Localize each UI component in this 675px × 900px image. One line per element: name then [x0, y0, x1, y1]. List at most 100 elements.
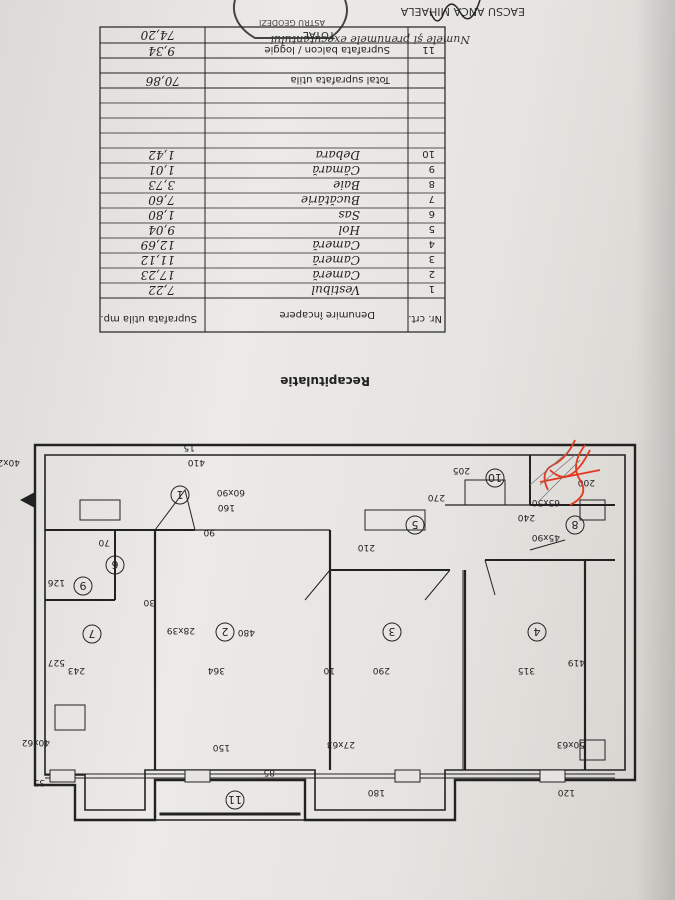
- stamp-text: ASTRU GEODEZI: [259, 18, 325, 27]
- pencil-scribble: [529, 449, 581, 501]
- dimension-label: 315: [518, 665, 535, 675]
- header-area: EACSU ANCA MIHAELA Numele şi prenumele e…: [232, 0, 525, 46]
- dimension-label: 419: [568, 657, 585, 667]
- row-area: 3,73: [148, 178, 175, 192]
- row-nr: 10: [422, 148, 435, 159]
- total-utila-label: Total suprafata utila: [291, 74, 392, 85]
- table-rows: 1Vestibul7,222Cameră17,233Cameră11,124Ca…: [100, 147, 445, 297]
- row-nr: 1: [429, 283, 435, 294]
- row-name: Baie: [333, 178, 361, 192]
- dimension-label: 120: [558, 787, 575, 797]
- row-nr: 2: [429, 268, 435, 279]
- row-name: Cămară: [312, 163, 360, 177]
- row-name: Cameră: [312, 238, 360, 252]
- dimension-label: 35: [34, 777, 45, 787]
- col-nr: Nr. crt.: [408, 313, 442, 324]
- room-circle: [225, 790, 245, 810]
- row-nr: 5: [429, 223, 435, 234]
- outer-wall: [33, 443, 637, 822]
- dimension-label: 70: [98, 537, 110, 547]
- door-2: [304, 569, 331, 601]
- dimension-label: 60x90: [216, 487, 245, 497]
- dimension-label: 40x62: [22, 737, 50, 747]
- dimension-label: 126: [48, 577, 65, 587]
- col-area: Suprafata utila mp.: [100, 313, 197, 324]
- dimension-label: 150: [213, 742, 230, 752]
- row-name: Vestibul: [311, 283, 360, 297]
- dimension-label: 27x63: [327, 739, 355, 749]
- balcony: [154, 780, 306, 821]
- room-circle: [527, 622, 547, 642]
- signature: [429, 0, 481, 22]
- dimension-label: 50x63: [557, 739, 585, 749]
- room-circle: [82, 624, 102, 644]
- row-area: 7,60: [148, 193, 175, 207]
- dimension-label: 270: [428, 492, 445, 502]
- row-name: Debara: [316, 148, 361, 162]
- room-number: 7: [89, 627, 96, 640]
- room-number: 2: [222, 625, 229, 638]
- dimension-label: 40x25: [0, 457, 20, 467]
- dimension-label: 527: [48, 657, 65, 667]
- row-name: Cameră: [312, 268, 360, 282]
- dimension-label: 10: [323, 665, 335, 675]
- row-area: 7,22: [148, 283, 175, 297]
- room-circle: [565, 515, 585, 535]
- row-name: Hol: [338, 223, 361, 237]
- col-name: Denumire încapere: [279, 309, 375, 321]
- row-name: Cameră: [312, 253, 360, 267]
- row-nr: 4: [429, 238, 435, 249]
- recap-table: Recapitulatie Nr. crt. Denumire încapere…: [99, 26, 446, 388]
- room-circle: [215, 622, 235, 642]
- dimension-label: 65x50: [531, 497, 560, 507]
- room-circle: [73, 576, 93, 596]
- door-3: [424, 569, 451, 601]
- row-area: 9,04: [148, 223, 175, 237]
- row-area: 12,69: [140, 238, 175, 252]
- stamp: ASTRU GEODEZI: [232, 0, 348, 39]
- total-value: 74,20: [140, 28, 175, 42]
- dimension-label: 243: [68, 665, 85, 675]
- window-strips: [45, 769, 615, 783]
- room-number: 6: [112, 558, 119, 571]
- row-name: Bucătărie: [301, 193, 361, 207]
- room-number: 8: [572, 518, 579, 531]
- dimension-label: 200: [578, 477, 595, 487]
- dimension-label: 240: [518, 512, 535, 522]
- balcon-value: 9,34: [148, 44, 175, 58]
- room-number: 1: [177, 488, 184, 501]
- balcon-nr: 11: [422, 44, 435, 55]
- row-area: 11,12: [141, 253, 175, 267]
- floor-plan: [20, 443, 637, 822]
- dimension-label: 45x90: [531, 532, 560, 542]
- dimension-label: 28x39: [166, 625, 195, 635]
- row-area: 1,80: [148, 208, 175, 222]
- room-number: 9: [80, 579, 87, 592]
- room-circle: [170, 485, 190, 505]
- row-nr: 7: [429, 193, 435, 204]
- row-nr: 9: [429, 163, 435, 174]
- row-area: 1,01: [148, 163, 175, 177]
- balcon-label: Suprafata balcon / loggie: [264, 44, 390, 55]
- row-area: 17,23: [140, 268, 175, 282]
- room-number: 10: [488, 471, 502, 484]
- room-number: 4: [534, 625, 541, 638]
- door-4: [484, 559, 496, 596]
- row-nr: 8: [429, 178, 435, 189]
- entrance-arrow: [20, 492, 35, 508]
- red-pen-mark: [539, 439, 601, 506]
- dimension-label: 90: [203, 527, 215, 537]
- row-nr: 3: [429, 253, 435, 264]
- dimension-label: 160: [218, 502, 235, 512]
- room-circle: [405, 515, 425, 535]
- room-number: 11: [228, 793, 242, 806]
- door-1: [154, 488, 196, 531]
- row-nr: 6: [429, 208, 435, 219]
- dimension-label: 15: [184, 442, 195, 452]
- table-title: Recapitulatie: [280, 374, 370, 388]
- room-number: 5: [412, 518, 419, 531]
